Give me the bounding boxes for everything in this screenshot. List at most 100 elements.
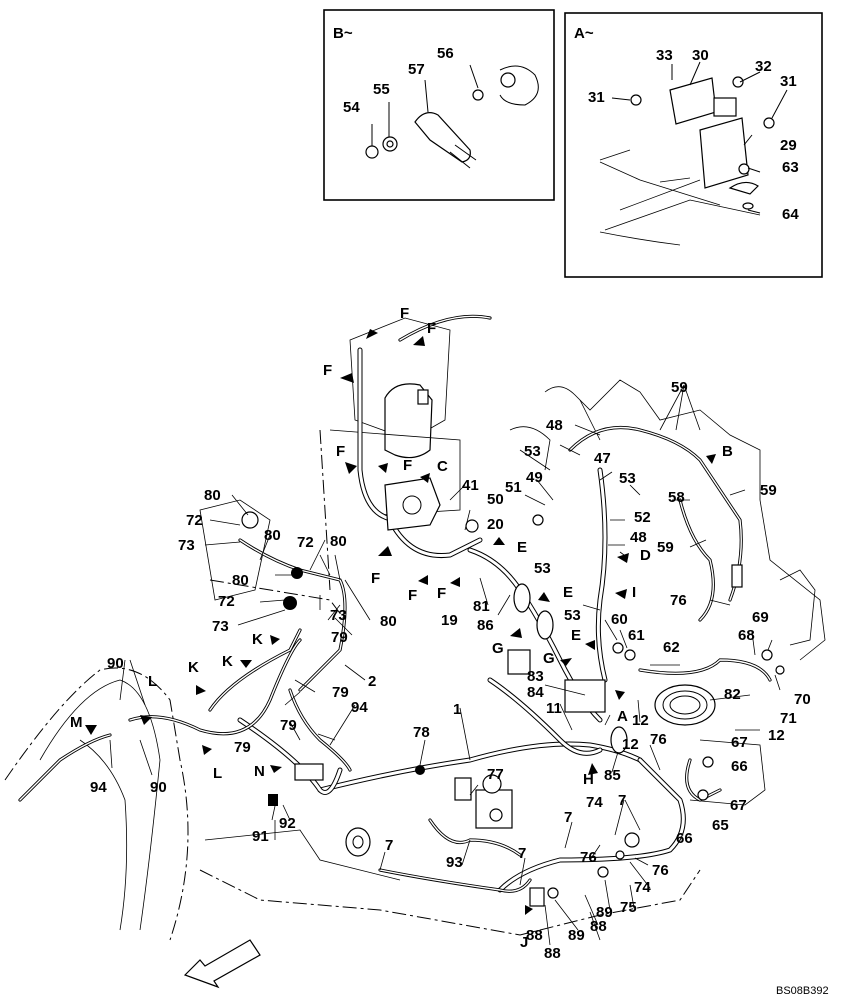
wire-12-inner [639, 659, 771, 681]
part-76-c: 76 [650, 731, 667, 748]
floor-line [204, 829, 401, 881]
view-letter-m: M [70, 714, 83, 731]
detail-a-bracket [669, 77, 717, 125]
detail-a-bolt-top [732, 76, 744, 88]
arrow-e-2 [538, 592, 550, 602]
part-53-b: 53 [524, 443, 541, 460]
view-letter-b: B [722, 443, 733, 460]
wire-59-inner [679, 499, 715, 621]
detail-b-inset: B~ 54 55 57 56 [323, 9, 555, 201]
arrow-f-2 [413, 336, 425, 346]
arrow-k-2 [240, 660, 252, 668]
engine-side-plate [779, 569, 816, 646]
view-letter-f2: F [427, 320, 436, 337]
detail-b-nut [365, 145, 379, 159]
part-90-a: 90 [107, 655, 124, 672]
view-letter-f4: F [336, 443, 345, 460]
sensor-66 [702, 756, 714, 768]
part-7-d: 7 [618, 792, 626, 809]
harness-cab-out-inner [388, 518, 482, 558]
part-93: 93 [446, 854, 463, 871]
detail-a-inset: A~ 33 30 32 31 31 29 63 64 [564, 12, 823, 278]
connector-83 [507, 649, 531, 675]
part-92: 92 [279, 815, 296, 832]
clip-50 [532, 514, 544, 526]
part-80-d: 80 [232, 572, 249, 589]
part-47: 47 [594, 450, 611, 467]
label-31b: 31 [780, 73, 797, 90]
part-89-a: 89 [596, 904, 613, 921]
part-89-b: 89 [568, 927, 585, 944]
arrow-f-5 [378, 463, 388, 473]
filter-bracket [689, 739, 766, 806]
part-73-b: 73 [212, 618, 229, 635]
part-79-c: 79 [280, 717, 297, 734]
part-90-b: 90 [150, 779, 167, 796]
view-letter-f8: F [437, 585, 446, 602]
part-67-a: 67 [731, 734, 748, 751]
view-letter-f6: F [371, 570, 380, 587]
detail-a-clamp [728, 181, 759, 195]
solenoid-bracket [454, 777, 472, 801]
harness-lower-inner [488, 678, 602, 755]
part-70: 70 [794, 691, 811, 708]
grommets [345, 583, 628, 857]
view-letter-f1: F [400, 305, 409, 322]
sensor-74 [624, 832, 640, 848]
left-frame-outline [4, 667, 189, 941]
part-88-a: 88 [590, 918, 607, 935]
clip-78 [415, 765, 425, 775]
part-19: 19 [441, 612, 458, 629]
battery-83 [507, 649, 606, 713]
label-55: 55 [373, 81, 390, 98]
part-53-d: 53 [534, 560, 551, 577]
horn-7 [345, 827, 371, 857]
detail-a-bolt-left [630, 94, 642, 106]
part-11: 11 [546, 700, 562, 717]
part-20: 20 [487, 516, 504, 533]
leader-lines [109, 384, 781, 946]
part-74-b: 74 [634, 879, 651, 896]
harness-2-inner [238, 718, 342, 794]
detail-a-washer [742, 202, 754, 210]
part-72-b: 72 [297, 534, 314, 551]
grommet-86 [536, 610, 554, 640]
part-72-c: 72 [218, 593, 235, 610]
view-letter-e2: E [563, 584, 573, 601]
detail-b-washer [472, 89, 484, 101]
part-59-c: 59 [657, 539, 674, 556]
part-52: 52 [634, 509, 651, 526]
arrow-d [617, 553, 629, 563]
part-60: 60 [611, 611, 628, 628]
part-59-a: 59 [671, 379, 688, 396]
view-letter-f7: F [408, 587, 417, 604]
part-83: 83 [527, 668, 544, 685]
sensor-76-engine [731, 564, 743, 588]
part-84: 84 [527, 684, 544, 701]
part-58: 58 [668, 489, 685, 506]
clip-69 [775, 665, 785, 675]
part-66-a: 66 [731, 758, 748, 775]
view-letter-e1: E [517, 539, 527, 556]
part-79-d: 79 [234, 739, 251, 756]
orientation-arrow [183, 939, 261, 989]
part-82: 82 [724, 686, 741, 703]
arrow-f-7 [418, 575, 428, 585]
solenoid-coil [482, 774, 502, 794]
view-letter-a: A [617, 708, 628, 725]
part-53-a: 53 [564, 607, 581, 624]
part-48-a: 48 [546, 417, 563, 434]
grommet-81 [513, 583, 531, 613]
wire-12 [638, 658, 772, 682]
arrow-f-3 [340, 373, 354, 383]
part-2: 2 [368, 673, 376, 690]
switch-top [417, 389, 429, 405]
clip-20 [465, 519, 479, 533]
arrow-f-6 [378, 546, 392, 556]
arrow-l-2 [202, 745, 212, 755]
part-71: 71 [780, 710, 797, 727]
view-arrows [85, 329, 716, 915]
part-12-a: 12 [632, 712, 649, 729]
view-letter-k1: K [252, 631, 263, 648]
view-letter-i: I [632, 584, 636, 601]
